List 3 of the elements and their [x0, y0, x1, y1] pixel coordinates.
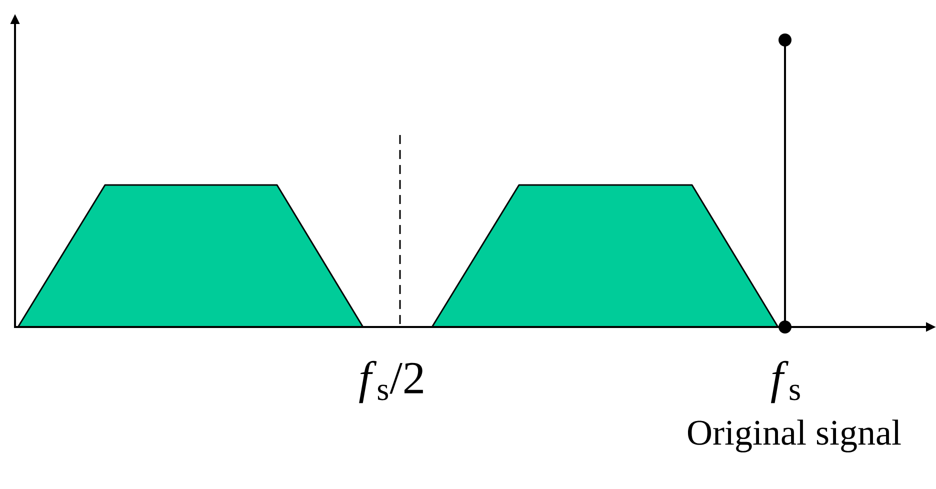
axis-label: f$_{s}$/2 — [359, 360, 423, 404]
axis-label: Original signal — [688, 420, 901, 452]
axis-label: f$_{s}$ — [770, 360, 800, 404]
